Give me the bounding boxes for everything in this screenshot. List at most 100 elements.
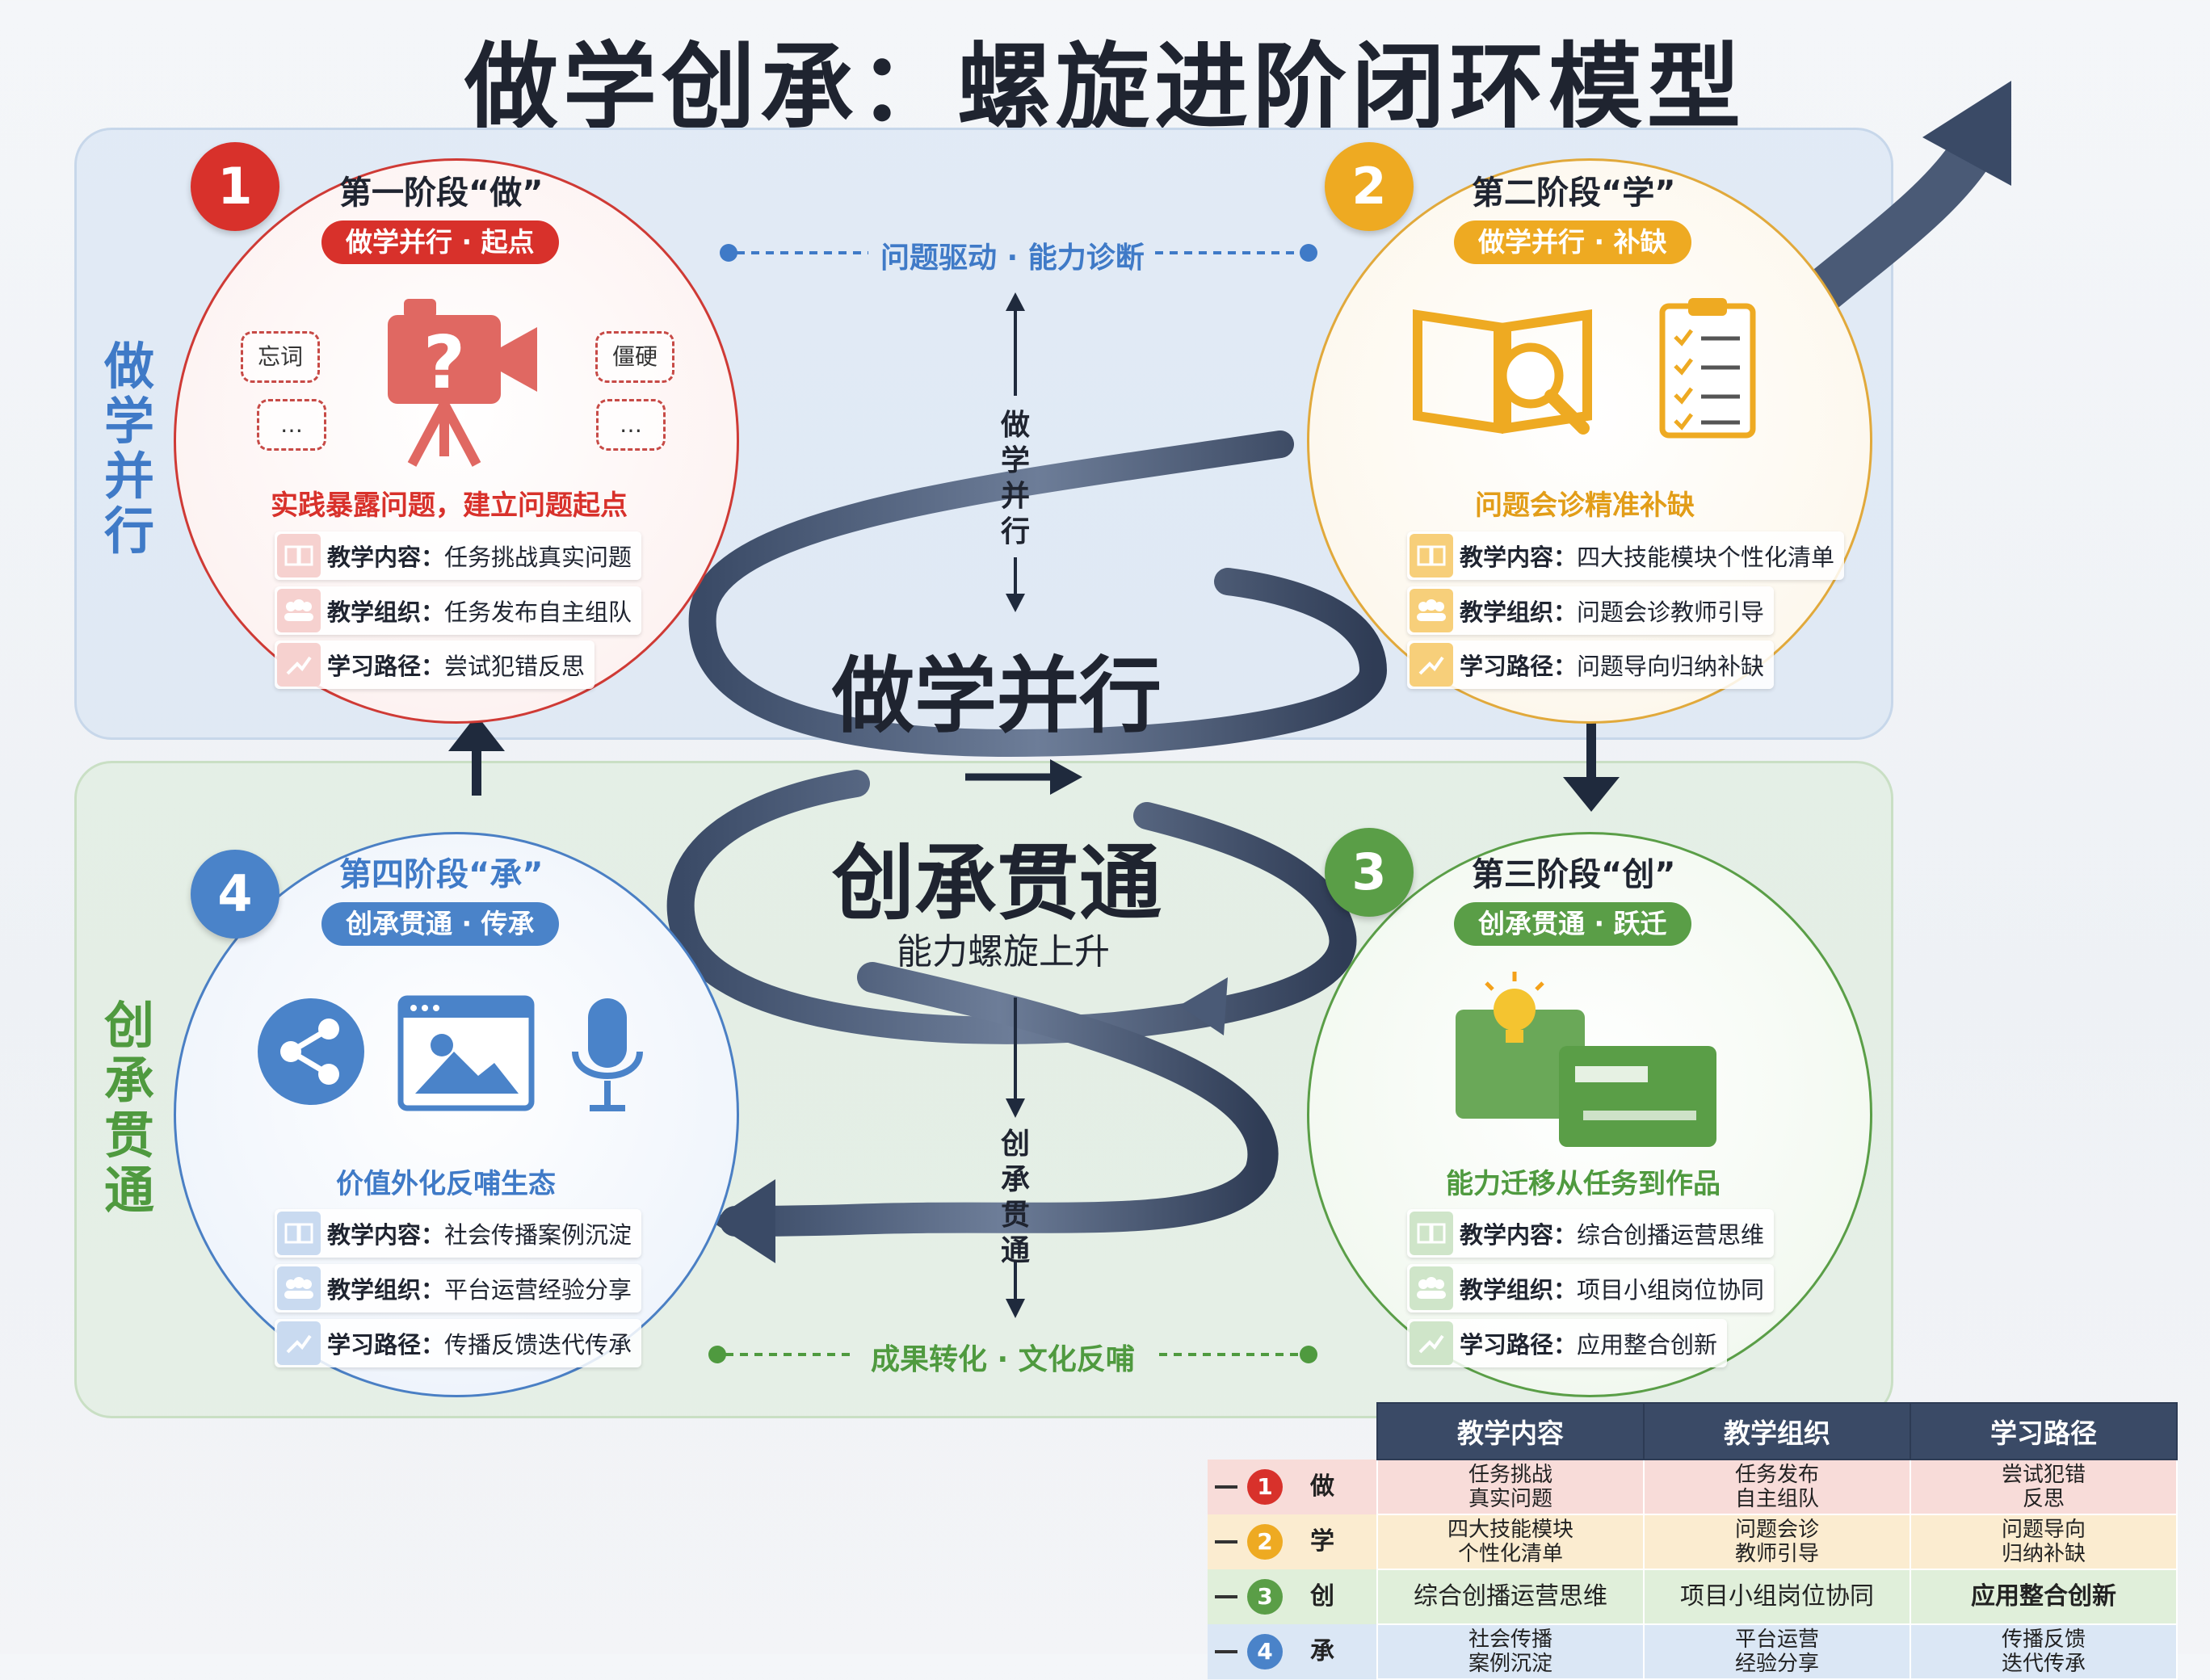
stage-2-row-path: 学习路径：问题导向归纳补缺: [1407, 640, 1775, 689]
center-axis-bottom: [1006, 998, 1025, 1318]
stage-4-title: 第四阶段“承”: [339, 856, 544, 893]
arrow-stage2-to-stage3: [1563, 723, 1620, 812]
group-icon: [1410, 1266, 1453, 1310]
connector-bottom-line: [708, 1346, 1317, 1363]
table-cell: 项目小组岗位协同: [1643, 1569, 1911, 1625]
center-title-bottom: 创承贯通: [832, 836, 1162, 932]
book-icon: [277, 1212, 321, 1255]
arrow-head-to-stage3: [1179, 977, 1228, 1035]
group-icon: [1410, 589, 1453, 632]
stage-3-row-path: 学习路径：应用整合创新: [1407, 1319, 1728, 1367]
stage-4-number: 4: [191, 850, 279, 939]
center-title-top: 做学并行: [832, 649, 1162, 745]
spiral-ribbon-upper: [688, 430, 1388, 758]
spiral-ribbon-lower: [720, 962, 1279, 1237]
connector-bottom-label: 成果转化 · 文化反哺: [871, 1343, 1135, 1376]
table-cell: 平台运营 经验分享: [1643, 1623, 1911, 1680]
center-subtitle: 能力螺旋上升: [897, 931, 1110, 972]
stage-1-row-content: 教学内容：任务挑战真实问题: [275, 531, 642, 580]
group-icon: [277, 589, 321, 632]
stage-3-number: 3: [1325, 828, 1414, 917]
connector-top-label: 问题驱动 · 能力诊断: [880, 242, 1145, 275]
stage-3-pill: 创承贯通 · 跃迁: [1454, 902, 1691, 946]
stage-2-row-content: 教学内容：四大技能模块个性化清单: [1407, 531, 1845, 580]
microphone-icon: [572, 998, 643, 1111]
group-label-bottom: 创承贯通: [103, 996, 154, 1220]
page-title: 做学创承：螺旋进阶闭环模型: [464, 33, 1746, 142]
book-icon: [277, 534, 321, 578]
stage-3-subtitle: 能力迁移从任务到作品: [1446, 1168, 1721, 1200]
table-cell: 综合创播运营思维: [1376, 1569, 1645, 1625]
stage-2-title: 第二阶段“学”: [1472, 174, 1676, 212]
table-cell: 尝试犯错 反思: [1910, 1459, 2178, 1515]
stage-4-subtitle: 价值外化反哺生态: [336, 1168, 556, 1200]
image-window-icon: [397, 995, 535, 1111]
table-cell: 应用整合创新: [1910, 1569, 2178, 1625]
path-icon: [277, 1321, 321, 1365]
table-header: 教学内容: [1376, 1402, 1645, 1460]
stage-1-subtitle: 实践暴露问题，建立问题起点: [271, 489, 628, 522]
book-icon: [1410, 534, 1453, 578]
table-header: 学习路径: [1910, 1402, 2178, 1460]
table-corner: [1208, 1403, 1377, 1460]
group-label-top: 做学并行: [103, 337, 154, 561]
checklist-icon: [1659, 298, 1756, 439]
stage-1-pill: 做学并行 · 起点: [321, 220, 559, 264]
arrow-stage4-to-stage1: [448, 715, 505, 796]
stage-4-row-path: 学习路径：传播反馈迭代传承: [275, 1319, 642, 1367]
stage-3-row-organization: 教学组织：项目小组岗位协同: [1407, 1264, 1775, 1312]
table-header: 教学组织: [1643, 1402, 1911, 1460]
stage-4-pill: 创承贯通 · 传承: [321, 902, 559, 946]
video-card-icon: [1559, 1046, 1716, 1147]
stage-2-subtitle: 问题会诊精准补缺: [1475, 489, 1695, 522]
camera-icon: ?: [388, 299, 537, 467]
stage-4-row-organization: 教学组织：平台运营经验分享: [275, 1264, 642, 1312]
rise-arrow-shaft: [1799, 141, 1990, 317]
rise-arrow-head: [1922, 81, 2011, 186]
stage-2-pill: 做学并行 · 补缺: [1454, 220, 1691, 264]
center-arrow: [965, 759, 1082, 795]
stage-2-number: 2: [1325, 142, 1414, 231]
stage-1-row-path: 学习路径：尝试犯错反思: [275, 640, 595, 689]
book-icon: [1410, 1212, 1453, 1255]
table-cell: 任务发布 自主组队: [1643, 1459, 1911, 1515]
table-cell: 问题会诊 教师引导: [1643, 1514, 1911, 1570]
table-cell: 社会传播 案例沉淀: [1376, 1623, 1645, 1680]
stage-1-tag: …: [596, 399, 666, 451]
path-icon: [277, 643, 321, 687]
question-icon: ?: [423, 321, 465, 405]
center-vertical-top: 做学并行: [1000, 409, 1030, 548]
center-vertical-bottom: 创承贯通: [1000, 1128, 1030, 1267]
connector-top-line: [720, 244, 1317, 262]
table-cell: 四大技能模块 个性化清单: [1376, 1514, 1645, 1570]
stage-4-row-content: 教学内容：社会传播案例沉淀: [275, 1209, 642, 1258]
stage-1-title: 第一阶段“做”: [339, 174, 544, 212]
table-cell: 问题导向 归纳补缺: [1910, 1514, 2178, 1570]
group-icon: [277, 1266, 321, 1310]
center-axis-top: [1006, 292, 1025, 612]
stage-1-tag: …: [257, 399, 326, 451]
arrow-head-to-stage4: [711, 1179, 775, 1263]
table-cell: 任务挑战 真实问题: [1376, 1459, 1645, 1515]
stage-1-tag: 忘词: [241, 331, 321, 383]
lightbulb-icon: [1456, 972, 1716, 1147]
stage-3-row-content: 教学内容：综合创播运营思维: [1407, 1209, 1775, 1258]
stage-1-tag: 僵硬: [595, 331, 675, 383]
stage-3-title: 第三阶段“创”: [1472, 856, 1676, 893]
share-icon: [258, 998, 364, 1105]
stage-1-number: 1: [191, 142, 279, 231]
path-icon: [1410, 1321, 1453, 1365]
open-book-magnifier-icon: [1413, 309, 1592, 435]
stage-1-row-organization: 教学组织：任务发布自主组队: [275, 586, 642, 635]
stage-2-row-organization: 教学组织：问题会诊教师引导: [1407, 586, 1775, 635]
